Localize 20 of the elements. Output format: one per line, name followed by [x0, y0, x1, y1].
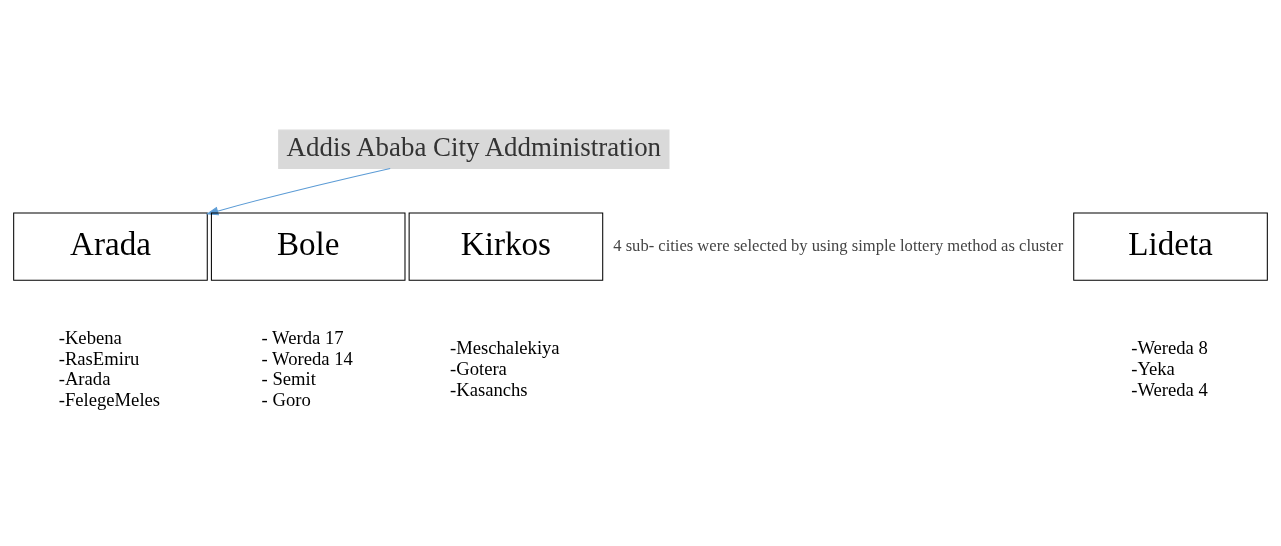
node-label: -FelegeMeles [58, 388, 161, 410]
node-label: - Werda 17 [261, 326, 344, 348]
node-box: Bole [210, 212, 406, 281]
node-label: - Woreda 14 [261, 347, 353, 369]
label: 4 sub- cities were selected by using simple lottery method as cluster [613, 235, 1064, 255]
node-label: -Yeka [1131, 357, 1175, 379]
node-label: -Meschalekiya [450, 337, 560, 359]
node-box: Kirkos [408, 212, 604, 281]
node-label: -Wereda 8 [1131, 337, 1208, 359]
node-label: -Wereda 4 [1131, 378, 1208, 400]
node-label: -Kasanchs [450, 378, 528, 400]
node-label: -Kebena [58, 326, 122, 348]
node-box: Addis Ababa City Addministration [278, 129, 670, 169]
node-label: - Goro [261, 388, 311, 410]
node-label: -Arada [58, 368, 111, 390]
node-label: -RasEmiru [58, 347, 140, 369]
node-label: - Semit [261, 368, 316, 390]
node-box: Arada [13, 212, 208, 281]
node-box: Lideta [1073, 212, 1268, 281]
node-label: -Gotera [450, 357, 507, 379]
